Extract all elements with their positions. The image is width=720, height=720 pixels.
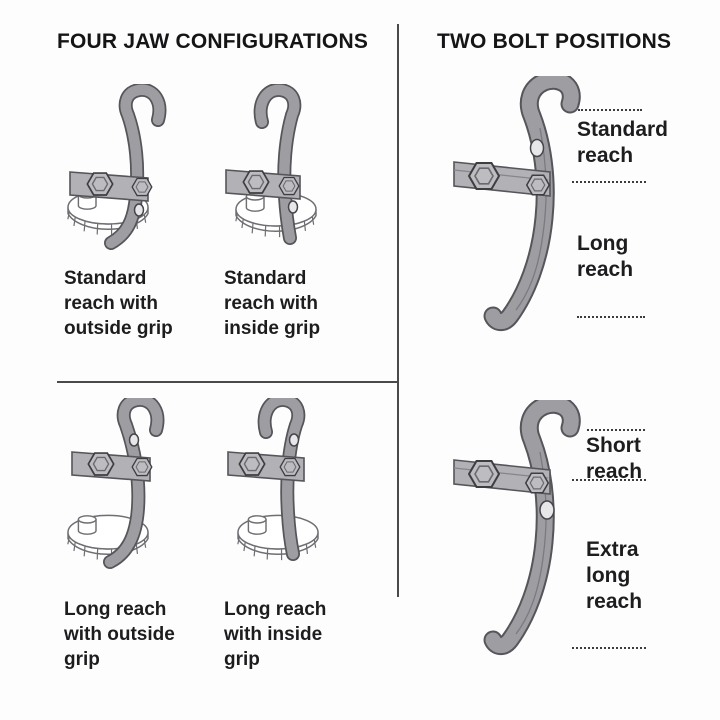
jaw-arm: [483, 400, 581, 656]
horizontal-divider: [57, 381, 398, 383]
bolt-hole: [539, 500, 555, 520]
caption-standard-outside-grip: Standard reach with outside grip: [64, 268, 173, 340]
jaw-arm: [103, 398, 165, 569]
dotted-line: [572, 647, 646, 649]
bolt-hole: [133, 203, 145, 217]
bolt-hole: [287, 200, 299, 214]
bolt-hole: [128, 433, 140, 447]
jaw-illustration-short-bolt-position: [453, 400, 581, 656]
hex-bolt-icon: [87, 452, 115, 476]
jaw-illustration-long-outside-grip: [67, 398, 165, 569]
hex-bolt-icon: [238, 452, 266, 476]
jaw-illustration-standard-bolt-position: [453, 76, 581, 332]
hex-bolt-icon: [242, 170, 270, 194]
right-panel-title: TWO BOLT POSITIONS: [437, 30, 672, 53]
jaw-arm: [253, 84, 302, 245]
hex-bolt-icon: [86, 172, 114, 196]
label-long-reach: Long reach: [577, 232, 634, 282]
jaw-arm: [483, 76, 581, 332]
hex-bolt-icon: [279, 457, 301, 477]
jaw-illustration-standard-inside-grip: [225, 84, 317, 245]
hex-bolt-icon: [131, 457, 153, 477]
dotted-line: [572, 181, 646, 183]
jaw-illustration-standard-outside-grip: [67, 84, 167, 250]
dotted-line: [587, 429, 645, 431]
vertical-divider: [397, 24, 399, 597]
hex-bolt-icon: [131, 177, 153, 197]
dotted-line: [577, 316, 645, 318]
label-standard-reach: Standard reach: [577, 118, 669, 168]
hex-bolt-icon: [526, 174, 550, 196]
caption-long-inside-grip: Long reach with inside grip: [224, 599, 327, 671]
left-panel-title: FOUR JAW CONFIGURATIONS: [57, 30, 369, 53]
hex-bolt-icon: [468, 460, 500, 488]
gear-icon: [237, 514, 319, 561]
jaw-arm: [257, 398, 306, 561]
dotted-line: [578, 109, 642, 111]
caption-standard-inside-grip: Standard reach with inside grip: [224, 268, 321, 340]
label-extra-long-reach: Extra long reach: [586, 538, 643, 614]
hex-bolt-icon: [278, 176, 300, 196]
hex-bolt-icon: [525, 472, 549, 494]
dotted-line: [572, 479, 646, 481]
label-short-reach: Short reach: [586, 434, 643, 484]
caption-long-outside-grip: Long reach with outside grip: [64, 599, 175, 671]
jaw-arm: [104, 84, 167, 250]
hex-bolt-icon: [468, 162, 500, 190]
bolt-hole: [288, 433, 300, 447]
bolt-hole: [529, 138, 545, 158]
jaw-illustration-long-inside-grip: [227, 398, 319, 561]
gear-icon: [235, 191, 317, 238]
